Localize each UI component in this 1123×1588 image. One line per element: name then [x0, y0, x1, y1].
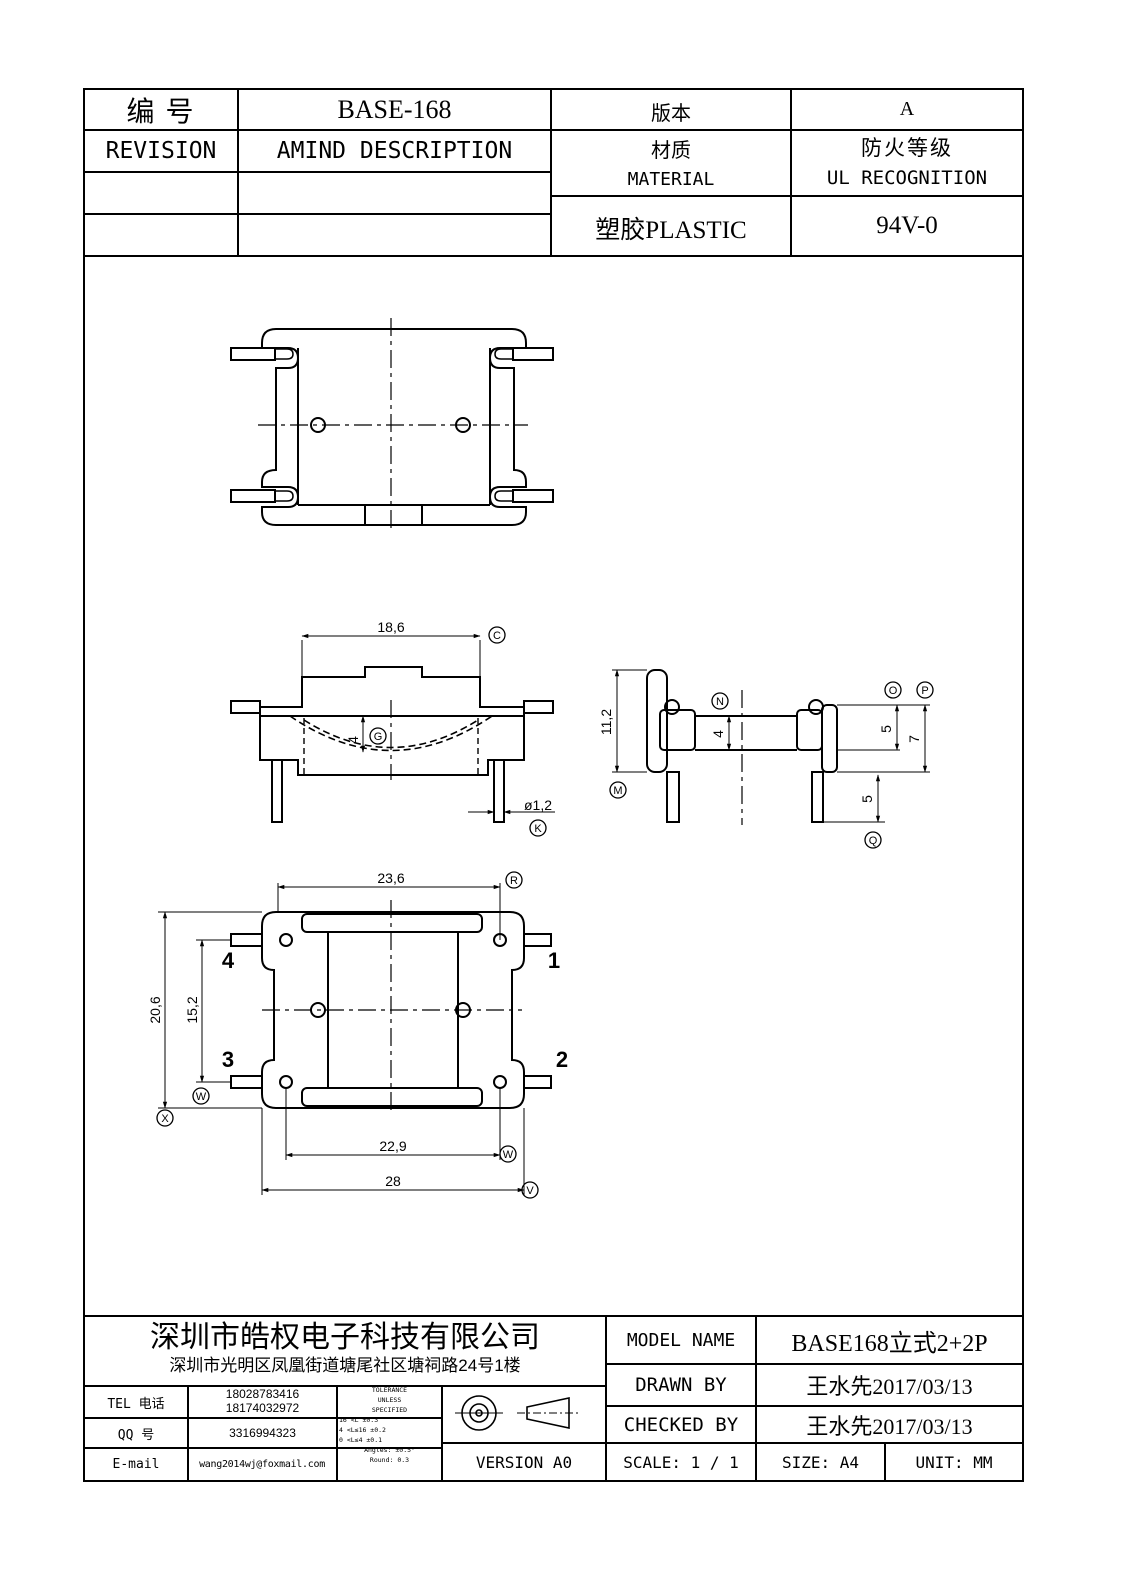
- qq-label: QQ 号: [117, 1427, 155, 1443]
- callout-n: N: [716, 696, 724, 708]
- callout-p: P: [921, 685, 928, 697]
- number-value: BASE-168: [337, 94, 452, 124]
- qq-value: 3316994323: [229, 1426, 296, 1440]
- callout-x: X: [161, 1113, 169, 1125]
- dim-5-bottom: 5: [859, 795, 875, 803]
- dim-23-6: 23,6: [377, 870, 404, 886]
- callout-letters: C G K N O P M Q R W X W V: [161, 630, 928, 1197]
- size-value: SIZE: A4: [781, 1452, 860, 1472]
- side-view: [612, 669, 930, 825]
- tolerance-line-4: 16 <L ±0.3: [339, 1416, 379, 1424]
- fire-rating-label-en: UL RECOGNITION: [826, 167, 988, 189]
- tolerance-table: TOLERANCE UNLESS SPECIFIED 16 <L ±0.3 4 …: [339, 1385, 440, 1480]
- tolerance-line-1: TOLERANCE: [371, 1386, 408, 1394]
- fire-rating-value: 94V-0: [876, 212, 938, 239]
- projection-symbol: [455, 1395, 579, 1431]
- pin-4: 4: [222, 948, 235, 973]
- callout-w1: W: [196, 1091, 207, 1103]
- dim-22-9: 22,9: [379, 1138, 406, 1154]
- scale-value: SCALE: 1 / 1: [623, 1452, 739, 1472]
- tel-number-1: 18028783416: [225, 1387, 300, 1401]
- version-value: A: [899, 98, 915, 120]
- callout-circles: [156, 626, 934, 1199]
- callout-m: M: [613, 785, 622, 797]
- callout-v: V: [526, 1185, 534, 1197]
- dim-4-front: 4: [345, 736, 361, 744]
- callout-k: K: [534, 823, 542, 835]
- dim-7: 7: [906, 735, 922, 743]
- callout-o: O: [889, 685, 898, 697]
- callout-q: Q: [869, 835, 878, 847]
- material-label-en: MATERIAL: [627, 168, 715, 190]
- model-name-label: MODEL NAME: [626, 1329, 736, 1351]
- company-name: 深圳市皓权电子科技有限公司: [150, 1321, 540, 1354]
- tolerance-line-2: UNLESS: [377, 1396, 402, 1404]
- tolerance-line-3: SPECIFIED: [371, 1406, 408, 1414]
- tel-number-2: 18174032972: [225, 1401, 300, 1415]
- callout-c: C: [493, 630, 501, 642]
- dim-4-side: 4: [710, 730, 726, 738]
- model-name-value: BASE168立式2+2P: [791, 1330, 988, 1357]
- tolerance-line-6: 0 <L≤4 ±0.1: [339, 1436, 383, 1444]
- tolerance-line-8: Round: 0.3: [369, 1456, 410, 1464]
- callout-r: R: [510, 875, 518, 887]
- dim-18-6: 18,6: [377, 619, 404, 635]
- email-value: wang2014wj@foxmail.com: [199, 1458, 325, 1470]
- number-label: 编 号: [126, 96, 196, 128]
- drawn-by-value: 王水先2017/03/13: [806, 1374, 973, 1399]
- tolerance-line-5: 4 <L≤16 ±0.2: [339, 1426, 386, 1434]
- company-address: 深圳市光明区凤凰街道塘尾社区塘祠路24号1楼: [169, 1355, 521, 1375]
- tolerance-line-7: Angles: ±0.5°: [364, 1446, 415, 1454]
- front-view: [230, 633, 555, 823]
- dim-diameter: ø1,2: [524, 797, 552, 813]
- dim-20-6: 20,6: [147, 996, 163, 1023]
- callout-w2: W: [503, 1149, 514, 1161]
- material-label-cn: 材质: [651, 139, 691, 162]
- email-label: E-mail: [112, 1456, 160, 1472]
- unit-value: UNIT: MM: [915, 1452, 993, 1472]
- dim-28: 28: [385, 1173, 401, 1189]
- drawn-by-label: DRAWN BY: [635, 1374, 727, 1396]
- material-value: 塑胶PLASTIC: [595, 217, 747, 244]
- revision-label: REVISION: [105, 138, 217, 164]
- tel-label: TEL 电话: [107, 1396, 165, 1412]
- dim-15-2: 15,2: [184, 996, 200, 1023]
- checked-by-value: 王水先2017/03/13: [806, 1413, 973, 1439]
- checked-by-label: CHECKED BY: [623, 1413, 739, 1436]
- bottom-view: [158, 883, 552, 1195]
- version-number: VERSION A0: [475, 1452, 573, 1472]
- top-view: [230, 318, 554, 530]
- amend-description-label: AMIND DESCRIPTION: [276, 138, 513, 164]
- pin-1: 1: [548, 948, 560, 973]
- dim-5-top: 5: [878, 725, 894, 733]
- pin-2: 2: [556, 1047, 568, 1072]
- fire-rating-label-cn: 防火等级: [861, 136, 953, 160]
- tel-numbers: 18028783416 18174032972: [189, 1387, 336, 1417]
- version-label: 版本: [651, 103, 691, 125]
- dim-11-2: 11,2: [598, 709, 614, 735]
- pin-3: 3: [222, 1047, 234, 1072]
- callout-g: G: [374, 731, 383, 743]
